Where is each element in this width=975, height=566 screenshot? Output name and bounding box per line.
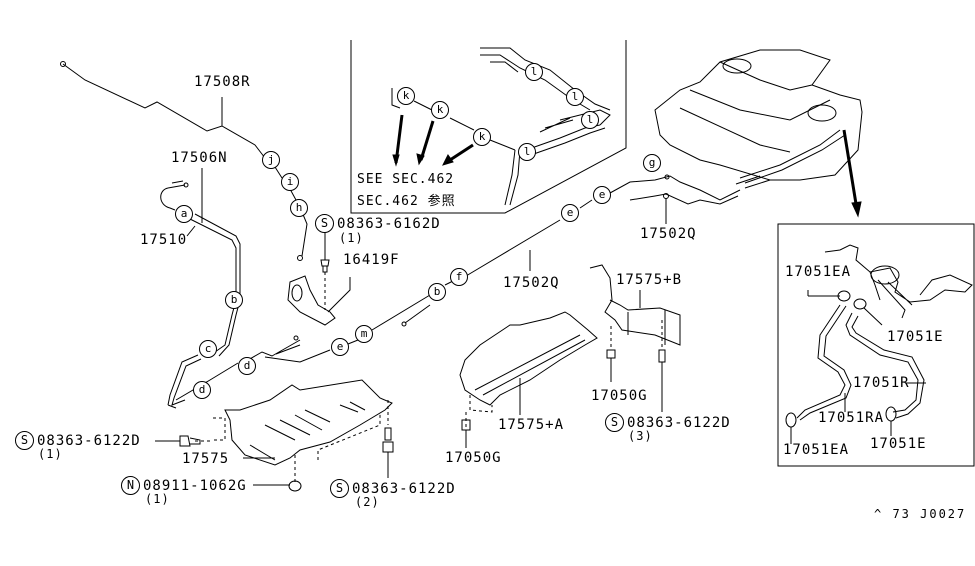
- connector-l4: l: [581, 111, 599, 129]
- label-17506n: 17506N: [171, 150, 228, 166]
- clip-17050g-a: [461, 419, 471, 431]
- connector-e-mid: e: [561, 204, 579, 222]
- arrow-k3: [449, 143, 474, 162]
- bracket-17575b: [589, 264, 681, 346]
- clip-17050g-b: [606, 349, 616, 359]
- shield-17575: [224, 379, 393, 466]
- connector-j: j: [262, 151, 280, 169]
- label-08363-6122d-2: 08363-6122D: [352, 481, 456, 497]
- fuel-tank: [654, 49, 863, 181]
- label-17051r: 17051R: [853, 375, 910, 391]
- qty-08363-6122d-2: (2): [355, 495, 380, 509]
- connector-l3: l: [566, 88, 584, 106]
- qty-08911-1062g: (1): [145, 492, 170, 506]
- fastener-symbol-n: N: [121, 476, 140, 495]
- leader-17510: [186, 225, 196, 237]
- connector-d-upper: d: [238, 357, 256, 375]
- connector-k1: k: [397, 87, 415, 105]
- bracket-16419f: [287, 275, 336, 326]
- label-17575b: 17575+B: [616, 272, 683, 288]
- tube-17508r: [62, 63, 266, 159]
- connector-g: g: [643, 154, 661, 172]
- label-17502q-mid: 17502Q: [503, 275, 560, 291]
- label-08363-6162d: 08363-6162D: [337, 216, 441, 232]
- bolt-08363-3: [658, 349, 666, 363]
- inset-frame: [350, 40, 627, 214]
- connector-k2: k: [431, 101, 449, 119]
- connector-h: h: [290, 199, 308, 217]
- bolt-16419f: [320, 259, 330, 273]
- label-17575a: 17575+A: [498, 417, 565, 433]
- tube-d-e: [175, 279, 456, 401]
- label-17051ea-bottom: 17051EA: [783, 442, 850, 458]
- fastener-symbol-s: S: [315, 214, 334, 233]
- connector-a: a: [175, 205, 193, 223]
- label-08363-6122d-3: 08363-6122D: [627, 415, 731, 431]
- inset-frame-right: [777, 223, 975, 467]
- label-17051e-top: 17051E: [887, 329, 944, 345]
- hose-17051ra: [796, 304, 852, 421]
- fastener-symbol-s: S: [605, 413, 624, 432]
- bolt-08363-2: [382, 427, 394, 453]
- fastener-symbol-s: S: [330, 479, 349, 498]
- connector-d-lower: d: [193, 381, 211, 399]
- label-17051ea-top: 17051EA: [785, 264, 852, 280]
- label-17510: 17510: [140, 232, 188, 248]
- qty-08363-6122d-3: (3): [628, 429, 653, 443]
- connector-l1: l: [518, 143, 536, 161]
- qty-08363-6122d-1: (1): [38, 447, 63, 461]
- label-17575: 17575: [182, 451, 230, 467]
- arrow-to-inset: [842, 129, 859, 211]
- label-08911-1062g: 08911-1062G: [143, 478, 247, 494]
- fastener-symbol-s: S: [15, 431, 34, 450]
- figure-number: ^ 73 J0027: [874, 507, 967, 521]
- connector-b-left: b: [225, 291, 243, 309]
- fuel-pump-unit: [824, 244, 973, 319]
- bolt-left: [179, 435, 201, 447]
- connector-i: i: [281, 173, 299, 191]
- label-17051e-bottom: 17051E: [870, 436, 927, 452]
- label-17508r: 17508R: [194, 74, 251, 90]
- connector-k3: k: [473, 128, 491, 146]
- label-17050g-right: 17050G: [591, 388, 648, 404]
- inset-note-line1: SEE SEC.462: [357, 172, 455, 187]
- tube-end: [60, 61, 66, 67]
- connector-b-right: b: [428, 283, 446, 301]
- label-16419f: 16419F: [343, 252, 400, 268]
- arrow-k2: [419, 120, 435, 161]
- connector-e-left: e: [331, 338, 349, 356]
- leader-16419f: [327, 277, 351, 313]
- connector-f: f: [450, 268, 468, 286]
- inset-note-line2: SEC.462 参照: [357, 194, 456, 209]
- qty-08363-6162d: (1): [339, 231, 364, 245]
- connector-c: c: [199, 340, 217, 358]
- label-08363-6122d-1: 08363-6122D: [37, 433, 141, 449]
- label-17051ra: 17051RA: [818, 410, 885, 426]
- hose-17051r: [845, 312, 925, 419]
- tube-17502q: [465, 175, 741, 277]
- nut: [288, 480, 302, 492]
- shield-17575a: [459, 311, 598, 406]
- leader-17051e-top: [863, 307, 883, 326]
- label-17050g-left: 17050G: [445, 450, 502, 466]
- connector-e-right: e: [593, 186, 611, 204]
- connector-m: m: [355, 325, 373, 343]
- connector-l2: l: [525, 63, 543, 81]
- label-17502q-right: 17502Q: [640, 226, 697, 242]
